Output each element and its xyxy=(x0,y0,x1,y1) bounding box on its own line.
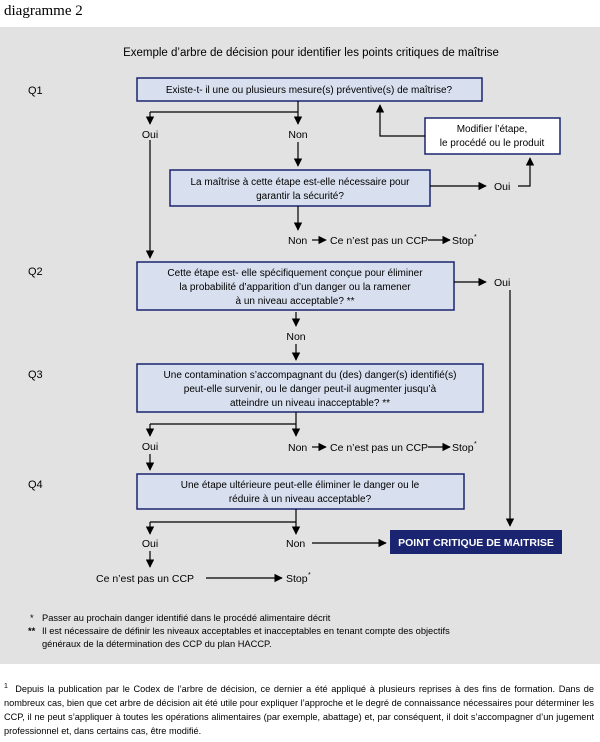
svg-text:Une étape ultérieure peut-elle: Une étape ultérieure peut-elle éliminer … xyxy=(181,480,420,491)
q1-label: Q1 xyxy=(28,85,43,97)
branch-labels: Oui Non Oui Non Ce n’est pas un CCP Stop… xyxy=(96,129,510,585)
footnote-text: Depuis la publication par le Codex de l’… xyxy=(4,684,595,737)
q4-box: Une étape ultérieure peut-elle éliminer … xyxy=(136,473,465,510)
q2-label: Q2 xyxy=(28,266,43,278)
q1-box: Existe-t- il une ou plusieurs mesure(s) … xyxy=(136,77,483,102)
svg-text:atteindre un niveau inacceptab: atteindre un niveau inacceptable? ** xyxy=(230,398,390,409)
q2-no-label: Non xyxy=(286,331,305,343)
note-1-text: Passer au prochain danger identifié dans… xyxy=(42,613,331,623)
q1b-stop: Stop xyxy=(452,235,474,247)
q1-no-label: Non xyxy=(288,129,307,141)
q1b-no-label: Non xyxy=(288,235,307,247)
note-2-text-cont: généraux de la détermination des CCP du … xyxy=(42,639,272,649)
note-1-mark: * xyxy=(30,613,34,623)
q3-yes-label: Oui xyxy=(142,441,158,453)
q4-stop-star: * xyxy=(308,572,311,579)
q3-not-ccp: Ce n’est pas un CCP xyxy=(330,442,428,454)
ccp-box: POINT CRITIQUE DE MAITRISE xyxy=(390,530,562,554)
q3-no-label: Non xyxy=(288,442,307,454)
q4-no-label: Non xyxy=(286,538,305,550)
svg-text:La maîtrise à cette étape est-: La maîtrise à cette étape est-elle néces… xyxy=(190,177,410,188)
footnote: 1 Depuis la publication par le Codex de … xyxy=(4,680,594,738)
svg-text:peut-elle survenir, ou le dang: peut-elle survenir, ou le danger peut-il… xyxy=(184,384,437,395)
q1b-yes-label: Oui xyxy=(494,181,510,193)
flow-connectors xyxy=(145,101,535,583)
q3-stop: Stop xyxy=(452,442,474,454)
svg-text:la probabilité d’apparition d’: la probabilité d’apparition d’un danger … xyxy=(179,282,411,293)
diagram-title: Exemple d’arbre de décision pour identif… xyxy=(123,47,499,59)
q1b-stop-star: * xyxy=(474,234,477,241)
q1b-box: La maîtrise à cette étape est-elle néces… xyxy=(169,169,431,207)
svg-text:garantir la sécurité?: garantir la sécurité? xyxy=(256,191,344,202)
svg-text:POINT CRITIQUE DE MAITRISE: POINT CRITIQUE DE MAITRISE xyxy=(398,537,554,549)
modify-step-box: Modifier l’étape, le procédé ou le produ… xyxy=(424,117,561,155)
svg-text:Modifier l’étape,: Modifier l’étape, xyxy=(457,124,528,135)
note-2-mark: ** xyxy=(28,626,36,636)
q3-box: Une contamination s’accompagnant du (des… xyxy=(136,363,484,413)
q3-label: Q3 xyxy=(28,369,43,381)
svg-text:Cette étape est- elle spécifiq: Cette étape est- elle spécifiquement con… xyxy=(167,268,423,279)
q4-label: Q4 xyxy=(28,479,43,491)
q1-text: Existe-t- il une ou plusieurs mesure(s) … xyxy=(166,85,453,96)
note-2-text: Il est nécessaire de définir les niveaux… xyxy=(42,626,450,636)
svg-text:Une contamination s’accompagna: Une contamination s’accompagnant du (des… xyxy=(164,370,457,381)
diagram-notes: * Passer au prochain danger identifié da… xyxy=(28,613,450,649)
q3-stop-star: * xyxy=(474,441,477,448)
svg-text:le procédé ou le produit: le procédé ou le produit xyxy=(440,138,545,149)
q2-yes-label: Oui xyxy=(494,277,510,289)
q1b-not-ccp: Ce n’est pas un CCP xyxy=(330,235,428,247)
svg-text:réduire à un niveau acceptable: réduire à un niveau acceptable? xyxy=(229,494,372,505)
svg-text:à un niveau acceptable? **: à un niveau acceptable? ** xyxy=(236,296,355,307)
decision-tree: Exemple d’arbre de décision pour identif… xyxy=(28,47,562,649)
q2-box: Cette étape est- elle spécifiquement con… xyxy=(136,261,455,311)
footnote-mark: 1 xyxy=(4,683,8,690)
q4-stop: Stop xyxy=(286,573,308,585)
q4-yes-label: Oui xyxy=(142,538,158,550)
q1-yes-label: Oui xyxy=(142,129,158,141)
page-label: diagramme 2 xyxy=(4,3,83,19)
q4-not-ccp: Ce n’est pas un CCP xyxy=(96,573,194,585)
